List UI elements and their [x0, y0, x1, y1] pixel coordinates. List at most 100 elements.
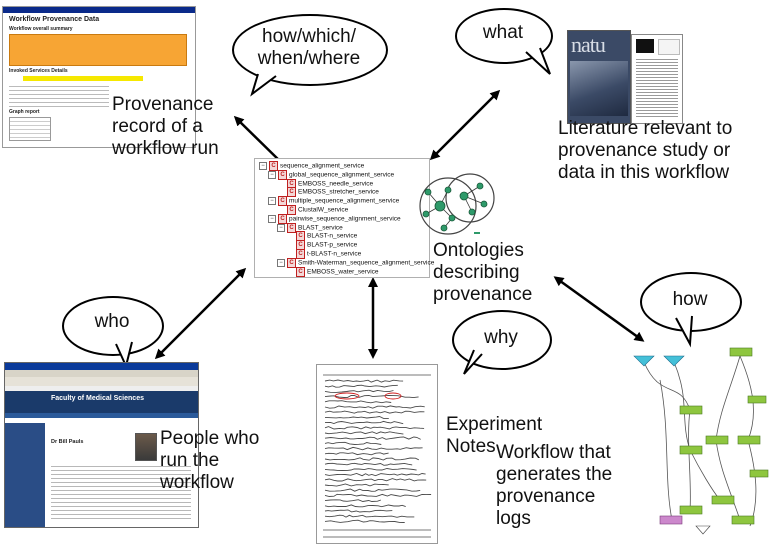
handwriting-line	[324, 426, 425, 430]
ontology-graph-icon	[419, 173, 495, 235]
tree-item-label: BLAST-n_service	[307, 233, 358, 241]
class-icon: C	[269, 161, 278, 171]
tree-item-label: t-BLAST-n_service	[307, 250, 362, 258]
handwriting-line	[324, 504, 406, 508]
bubble-text-how: how	[672, 289, 708, 310]
site-nav	[5, 413, 198, 418]
handwriting-line	[324, 483, 389, 487]
tree-toggle-icon[interactable]: −	[268, 170, 276, 179]
arrow-workflow-ontology	[553, 276, 645, 342]
label-ontologies: Ontologies describing provenance	[433, 240, 533, 305]
handwriting-line	[324, 410, 425, 414]
handwriting-line	[324, 405, 425, 409]
tree-item-label: sequence_alignment_service	[280, 162, 365, 170]
handwriting-line	[324, 468, 417, 471]
label-people: People who run the workflow	[160, 428, 260, 493]
handwriting-line	[324, 431, 404, 435]
provenance-thumb-title: Workflow Provenance Data	[9, 16, 100, 23]
tree-item-label: global_sequence_alignment_service	[289, 171, 395, 179]
class-icon: C	[287, 205, 296, 215]
label-workflow: Workflow that generates the provenance l…	[496, 442, 613, 529]
person-photo	[135, 433, 157, 461]
label-literature: Literature relevant to provenance study …	[558, 118, 733, 183]
browser-toolbar	[5, 377, 198, 386]
site-header: Faculty of Medical Sciences	[5, 391, 198, 413]
browser-addressbar	[5, 386, 198, 391]
handwriting-line	[324, 436, 421, 440]
handwriting-line	[324, 509, 393, 513]
provenance-record-thumbnail: Workflow Provenance Data Workflow overal…	[2, 6, 196, 148]
tree-item-label: Smith-Waterman_sequence_alignment_servic…	[298, 259, 435, 267]
literature-thumbnail: natu	[567, 30, 683, 126]
handwriting-line	[324, 478, 427, 482]
handwriting-line	[324, 493, 432, 497]
arrow-people-ontology	[154, 267, 247, 360]
browser-menubar	[5, 370, 198, 377]
experiment-notes-thumbnail	[316, 364, 438, 544]
services-highlight-row	[23, 76, 143, 81]
handwriting-line	[324, 473, 426, 477]
bubble-tail-why	[463, 349, 483, 375]
tree-toggle-icon[interactable]: −	[268, 197, 276, 206]
journal-cover: natu	[567, 30, 631, 124]
profile-text	[51, 463, 191, 521]
speech-bubble-why	[452, 310, 552, 370]
person-name: Dr Bill Pauls	[51, 439, 84, 445]
class-icon: C	[287, 222, 296, 233]
handwriting-line	[324, 499, 382, 502]
tree-item-label: multiple_sequence_alignment_service	[289, 197, 400, 205]
class-icon: C	[296, 249, 305, 259]
article-figure	[636, 39, 654, 53]
class-icon: C	[287, 187, 296, 198]
handwriting-line	[324, 379, 404, 383]
class-icon: C	[278, 213, 287, 224]
provenance-section-summary: Workflow overall summary	[9, 26, 73, 32]
tree-toggle-icon[interactable]: −	[277, 223, 285, 232]
tree-item-label: EMBOSS_stretcher_service	[298, 189, 379, 197]
site-left-nav	[5, 423, 45, 527]
handwriting-line	[324, 457, 419, 461]
handwriting-line	[324, 400, 392, 404]
provenance-section-services: Invoked Services Details	[9, 68, 68, 74]
tree-toggle-icon[interactable]: −	[277, 258, 285, 267]
services-details-lines	[9, 83, 109, 107]
cover-image	[570, 61, 628, 116]
bubble-text-what: what	[482, 22, 524, 43]
class-icon: C	[278, 196, 287, 207]
handwriting-line	[324, 389, 394, 393]
handwriting-line	[324, 441, 382, 445]
class-icon: C	[278, 169, 287, 180]
tree-item-label: pairwise_sequence_alignment_service	[289, 215, 401, 223]
tree-toggle-icon[interactable]: −	[259, 162, 267, 170]
handwriting-scribbles	[323, 374, 432, 538]
bubble-text-why: why	[484, 327, 518, 348]
window-titlebar	[3, 7, 195, 13]
tree-toggle-icon[interactable]: −	[268, 214, 276, 223]
label-provenance-record: Provenance record of a workflow run	[112, 94, 219, 159]
tree-item-label: ClustalW_service	[298, 206, 349, 214]
handwriting-line	[324, 514, 415, 518]
tree-item-label: BLAST_service	[298, 224, 343, 232]
speech-bubble-who	[62, 296, 164, 356]
article-page	[631, 34, 683, 124]
bubble-tail-what	[525, 47, 551, 75]
tree-item-label: EMBOSS_water_service	[307, 268, 379, 276]
provenance-section-graph: Graph report	[9, 109, 40, 115]
handwriting-line	[324, 384, 398, 388]
article-chart	[658, 39, 680, 55]
browser-titlebar	[5, 363, 198, 370]
